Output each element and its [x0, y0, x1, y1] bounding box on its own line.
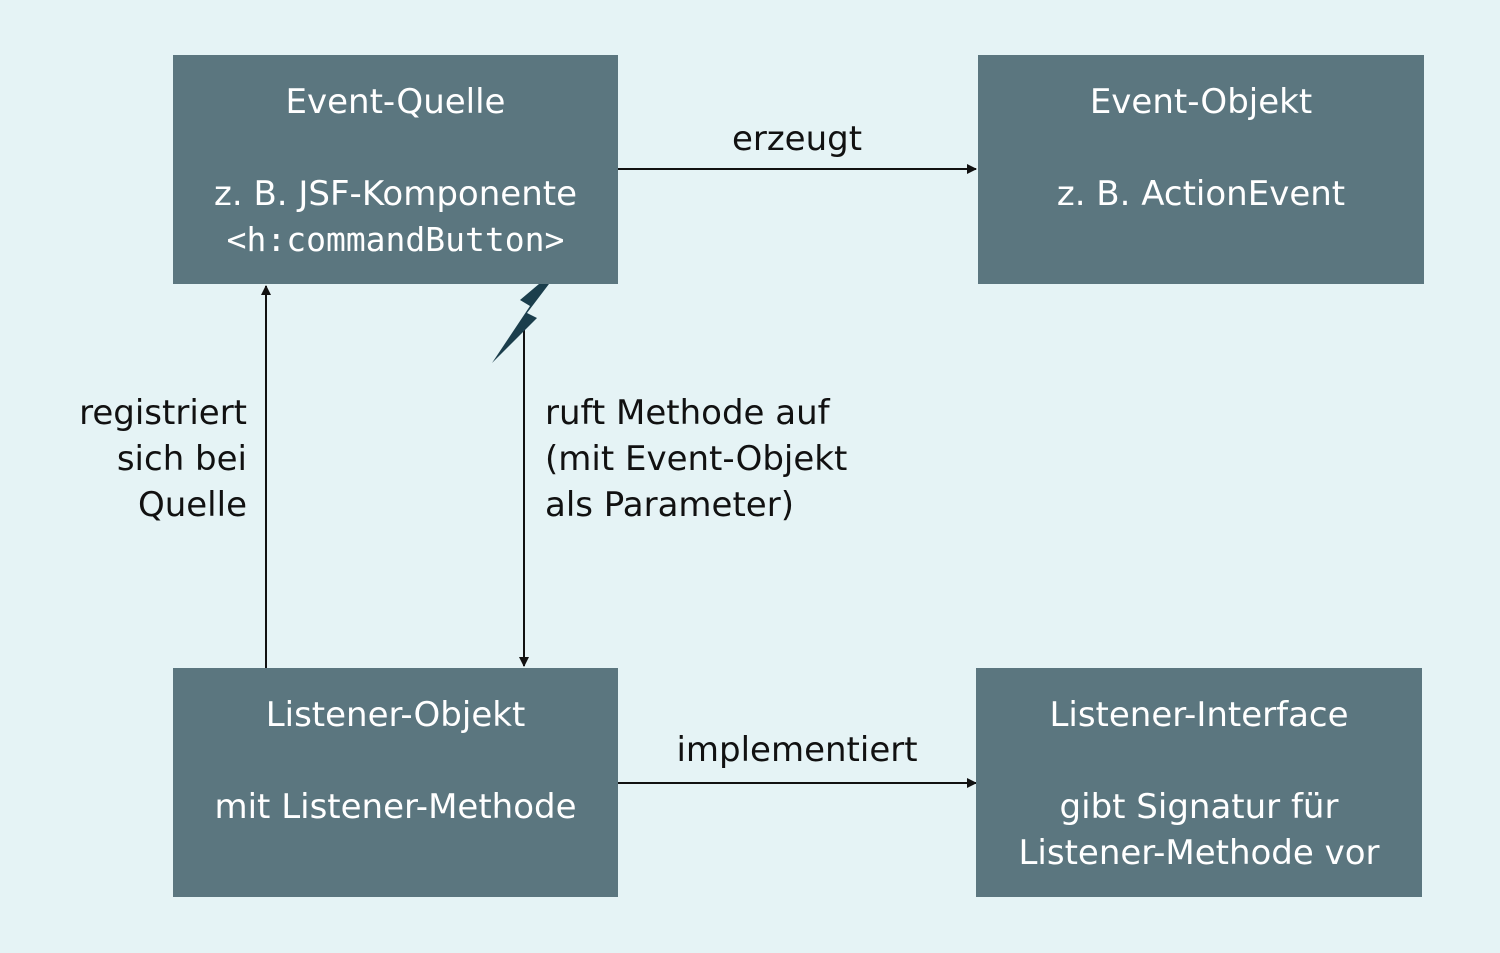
label-registers-line-3: Quelle [137, 485, 247, 525]
event-source-tag: <h:commandButton> [226, 220, 565, 259]
event-object-box: Event-Objekt z. B. ActionEvent [978, 55, 1424, 284]
listener-interface-desc-1: gibt Signatur für [1059, 787, 1339, 827]
event-source-box: Event-Quelle z. B. JSF-Komponente <h:com… [173, 55, 618, 284]
label-calls-line-2: (mit Event-Objekt [545, 439, 848, 479]
event-source-example: z. B. JSF-Komponente [213, 174, 577, 214]
listener-interface-box: Listener-Interface gibt Signatur für Lis… [976, 668, 1422, 897]
listener-object-box: Listener-Objekt mit Listener-Methode [173, 668, 618, 897]
label-calls-line-1: ruft Methode auf [545, 393, 830, 433]
event-source-title: Event-Quelle [285, 82, 506, 122]
listener-interface-title: Listener-Interface [1049, 695, 1349, 735]
lightning-bolt-icon [492, 262, 565, 363]
listener-object-method: mit Listener-Methode [214, 787, 577, 827]
event-object-example: z. B. ActionEvent [1056, 174, 1346, 214]
listener-object-title: Listener-Objekt [265, 695, 526, 735]
label-implements: implementiert [676, 730, 918, 770]
listener-interface-desc-2: Listener-Methode vor [1018, 833, 1380, 873]
label-calls: ruft Methode auf (mit Event-Objekt als P… [545, 390, 847, 528]
label-calls-line-3: als Parameter) [545, 485, 794, 525]
label-registers-line-1: registriert [79, 393, 247, 433]
label-creates: erzeugt [731, 119, 863, 159]
event-object-title: Event-Objekt [1089, 82, 1313, 122]
label-registers-line-2: sich bei [116, 439, 247, 479]
label-registers: registriert sich bei Quelle [40, 390, 247, 528]
